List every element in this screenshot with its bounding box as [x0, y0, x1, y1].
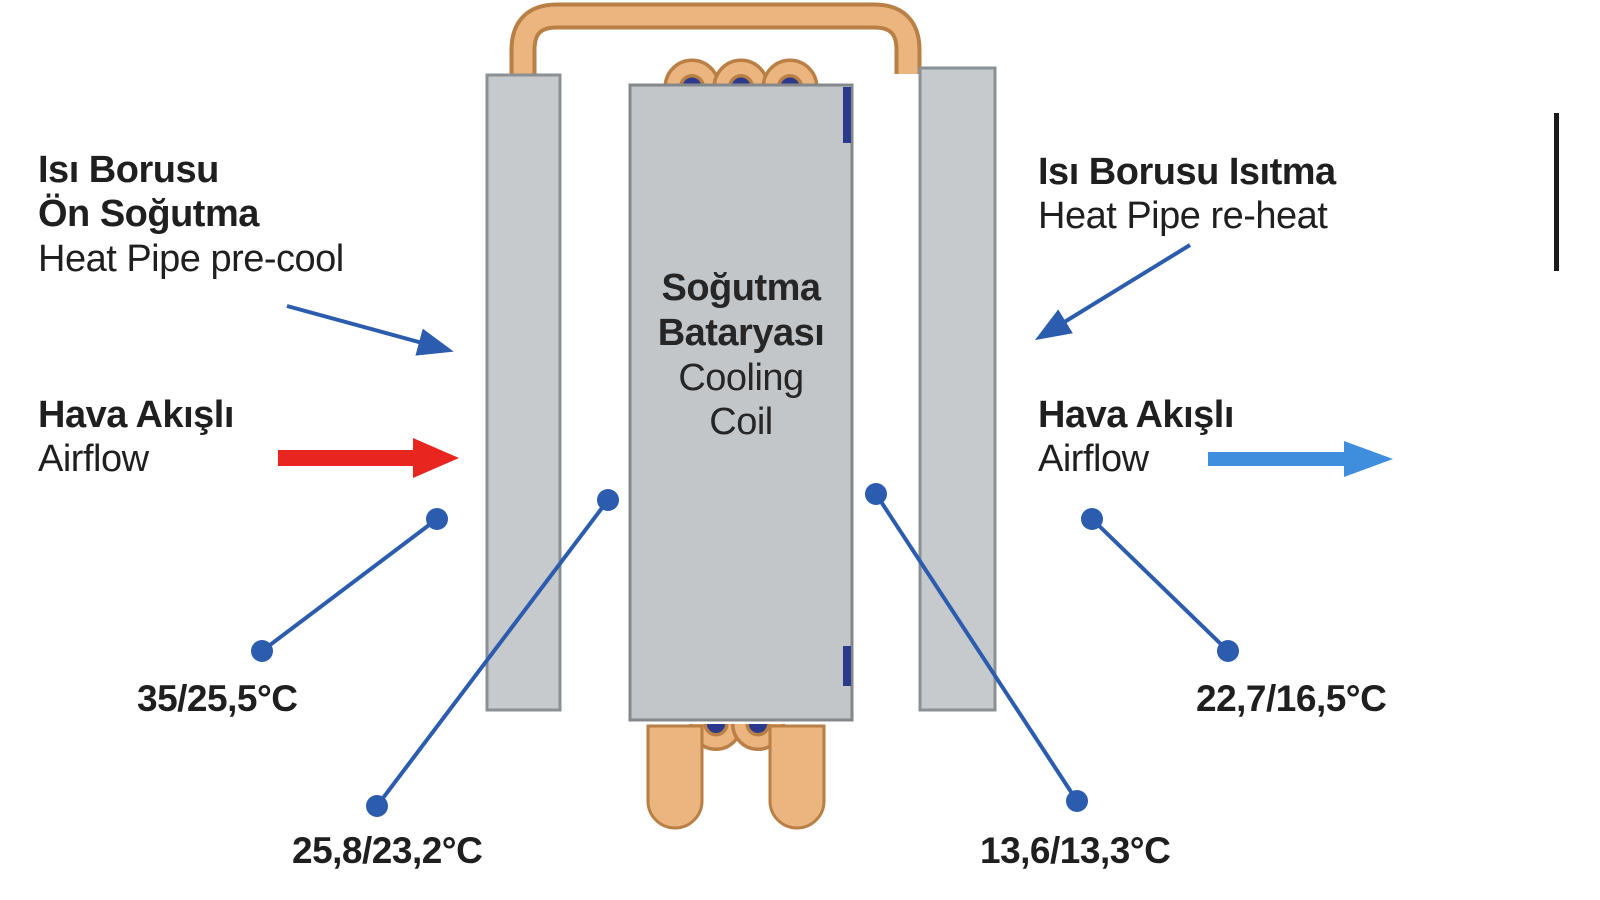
label-airflow-out-line1: Hava Akışlı — [1038, 394, 1234, 436]
label-airflow-in: Hava Akışlı Airflow — [38, 393, 234, 482]
label-coil-line4: Coil — [709, 401, 773, 444]
reheat-coil-bar — [918, 66, 997, 712]
cooling-coil — [628, 58, 854, 830]
label-reheat-line1: Isı Borusu Isıtma — [1038, 151, 1336, 193]
label-coil-line1: Soğutma — [661, 267, 821, 309]
label-coil-line2: Bataryası — [657, 311, 825, 354]
coil-header-top — [843, 87, 851, 143]
label-airflow-in-line2: Airflow — [38, 438, 149, 481]
airflow-in-arrow — [278, 438, 459, 478]
reheat-pointer-arrow — [1034, 243, 1192, 341]
airflow-out-arrow — [1208, 441, 1393, 477]
figure-crop-line — [1554, 113, 1559, 271]
leader-outlet-temp — [1081, 508, 1239, 662]
label-heat-pipe-precool: Isı Borusu Ön Soğutma Heat Pipe pre-cool — [38, 148, 344, 281]
label-precool-line3: Heat Pipe pre-cool — [38, 237, 344, 280]
temp-outlet: 22,7/16,5°C — [1196, 678, 1387, 719]
label-airflow-in-line1: Hava Akışlı — [38, 394, 234, 436]
temp-after-coil: 13,6/13,3°C — [980, 830, 1171, 871]
label-cooling-coil: Soğutma Bataryası Cooling Coil — [630, 266, 852, 445]
label-airflow-out: Hava Akışlı Airflow — [1038, 393, 1234, 482]
label-airflow-out-line2: Airflow — [1038, 438, 1149, 481]
heat-pipe-connector — [509, 2, 922, 80]
coil-body — [628, 83, 854, 722]
label-reheat-line2: Heat Pipe re-heat — [1038, 195, 1328, 238]
label-heat-pipe-reheat: Isı Borusu Isıtma Heat Pipe re-heat — [1038, 150, 1336, 239]
label-precool-line2: Ön Soğutma — [38, 193, 259, 236]
label-coil-line3: Cooling — [678, 356, 804, 399]
precool-pointer-arrow — [286, 304, 454, 356]
temp-after-precool: 25,8/23,2°C — [292, 830, 483, 871]
coil-header-bottom — [843, 646, 851, 686]
temp-inlet: 35/25,5°C — [137, 678, 298, 719]
coil-bottom-tubes — [646, 723, 826, 830]
leader-after-coil-temp — [865, 483, 1088, 812]
precool-coil-bar — [485, 73, 562, 712]
label-precool-line1: Isı Borusu — [38, 149, 219, 191]
leader-inlet-temp — [251, 508, 448, 662]
leader-after-precool-temp — [366, 489, 619, 817]
coil-top-tubes — [663, 58, 819, 88]
